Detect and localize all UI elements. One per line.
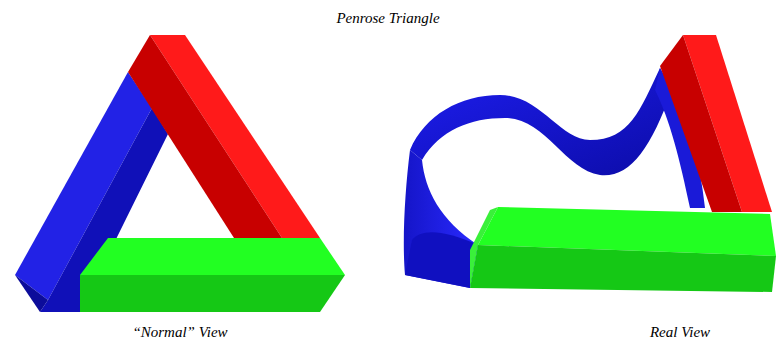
view-caption: Real View bbox=[650, 324, 710, 341]
blue-face bbox=[15, 275, 48, 312]
real-object bbox=[404, 35, 776, 292]
green-face bbox=[80, 275, 345, 312]
red-face bbox=[660, 35, 742, 212]
red-face bbox=[128, 35, 282, 238]
blue-band bbox=[405, 232, 478, 288]
blue-band bbox=[410, 68, 672, 175]
diagram-title: Penrose Triangle bbox=[336, 10, 439, 27]
view-caption: “Normal” View bbox=[132, 324, 227, 341]
penrose-triangle bbox=[15, 35, 345, 312]
green-face bbox=[470, 207, 498, 288]
blue-band bbox=[404, 150, 478, 288]
green-face bbox=[80, 238, 345, 275]
green-face bbox=[470, 245, 776, 292]
